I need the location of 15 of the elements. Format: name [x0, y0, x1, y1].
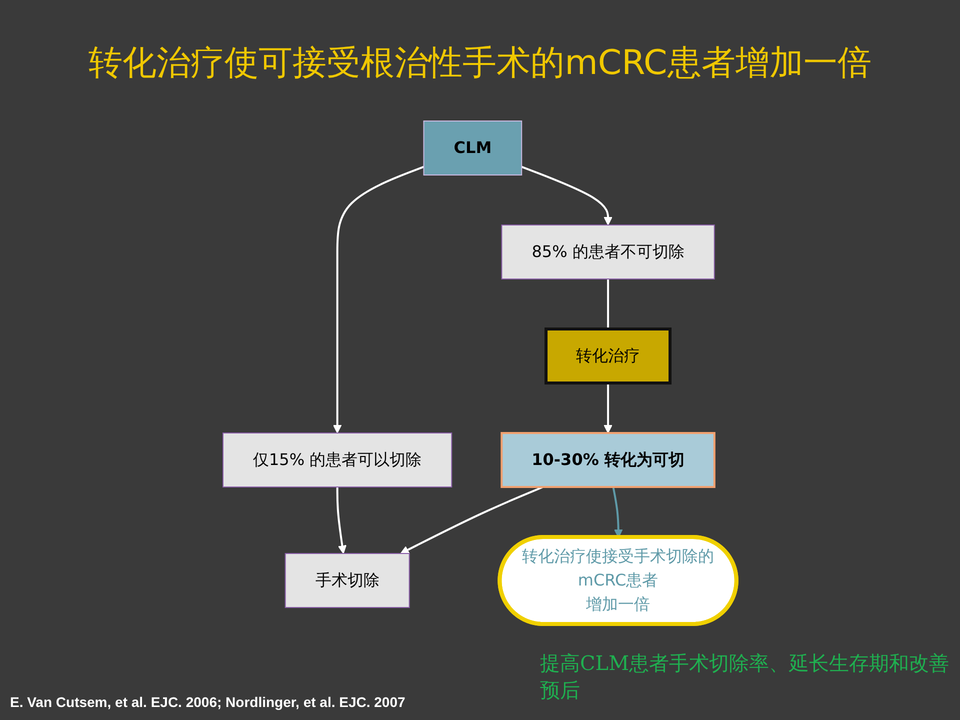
arrow	[522, 166, 613, 226]
node-box: CLM	[424, 120, 522, 176]
node-box: 手术切除	[285, 553, 410, 608]
arrow	[400, 486, 544, 554]
title: 转化治疗使可接受根治性手术的mCRC患者增加一倍	[88, 42, 872, 85]
note-text: 提高CLM患者手术切除率、延长生存期和改善预后	[540, 650, 950, 704]
connector	[607, 279, 610, 329]
arrow	[333, 166, 424, 434]
node-box: 转化治疗	[544, 328, 672, 384]
arrow	[604, 383, 613, 434]
node-box: 仅15% 的患者可以切除	[222, 432, 452, 488]
citation-text: E. Van Cutsem, et al. EJC. 2006; Nordlinger, et al. EJC. 2007	[10, 694, 406, 710]
node-box: 10-30% 转化为可切	[500, 432, 716, 488]
node-box: 85% 的患者不可切除	[502, 224, 716, 280]
arrow	[336, 487, 347, 554]
